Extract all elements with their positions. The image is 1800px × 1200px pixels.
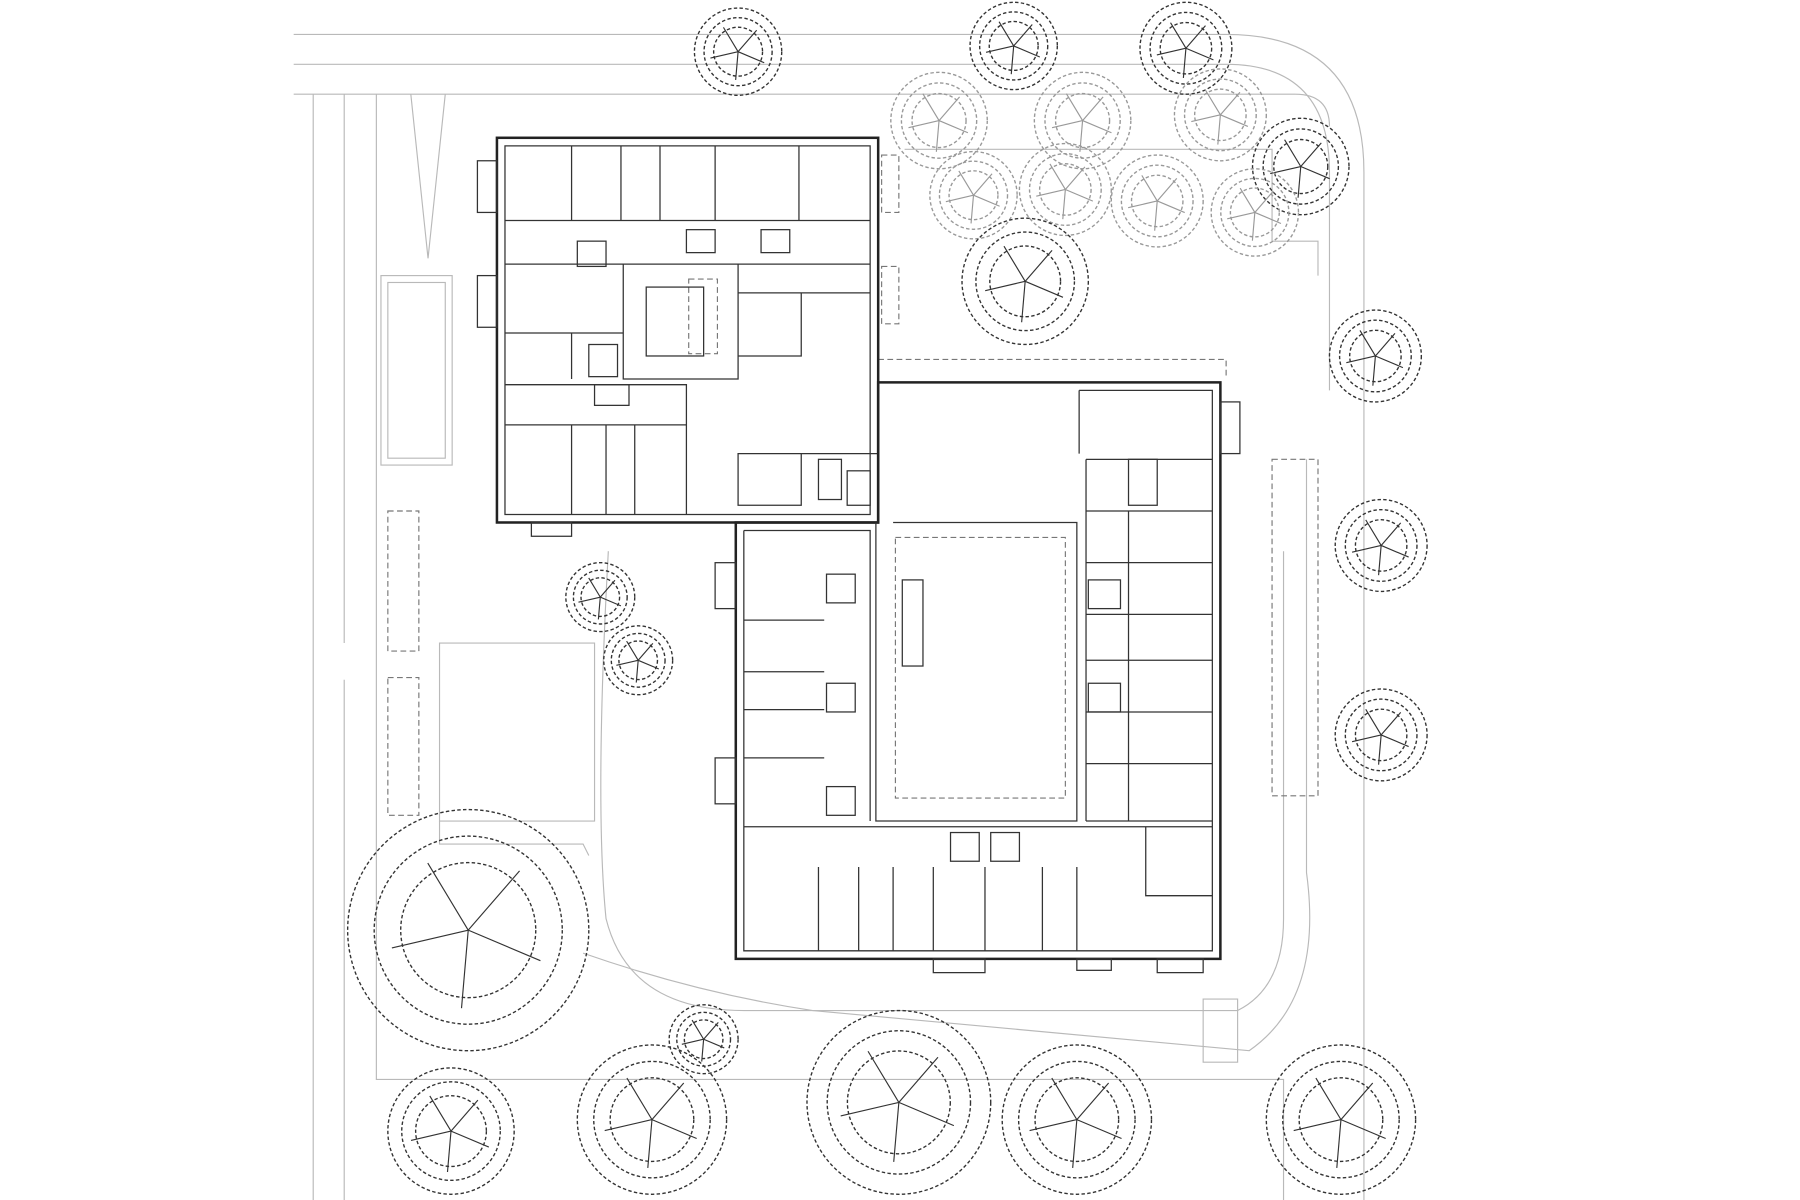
tree-icon bbox=[1139, 1, 1233, 95]
building-north-wing bbox=[476, 136, 880, 537]
tree-icon bbox=[1110, 154, 1204, 248]
tree-icon bbox=[1173, 68, 1268, 162]
dashed-outlines bbox=[387, 154, 1319, 816]
tree-icon bbox=[1001, 1044, 1153, 1195]
tree-icon bbox=[1334, 498, 1428, 593]
tree-icon bbox=[1018, 142, 1112, 237]
tree-icon bbox=[668, 1004, 739, 1075]
tree-icon bbox=[576, 1044, 728, 1195]
tree-icon bbox=[961, 217, 1090, 346]
tree-icon bbox=[1210, 168, 1300, 257]
tree-icon bbox=[1251, 117, 1350, 216]
tree-icon bbox=[890, 71, 988, 170]
tree-icon bbox=[1033, 71, 1132, 170]
tree-icon bbox=[346, 808, 590, 1052]
tree-icon bbox=[1328, 309, 1423, 403]
tree-icon bbox=[565, 561, 636, 633]
building-south-wing bbox=[714, 381, 1241, 974]
trees bbox=[346, 1, 1428, 1195]
tree-icon bbox=[1334, 688, 1428, 782]
tree-icon bbox=[929, 150, 1018, 240]
tree-icon bbox=[969, 1, 1059, 91]
tree-icon bbox=[387, 1067, 515, 1195]
tree-icon bbox=[603, 625, 674, 696]
site-lines bbox=[293, 33, 1365, 1200]
tree-icon bbox=[693, 7, 783, 96]
tree-icon bbox=[806, 1009, 992, 1195]
tree-icon bbox=[1265, 1044, 1417, 1195]
